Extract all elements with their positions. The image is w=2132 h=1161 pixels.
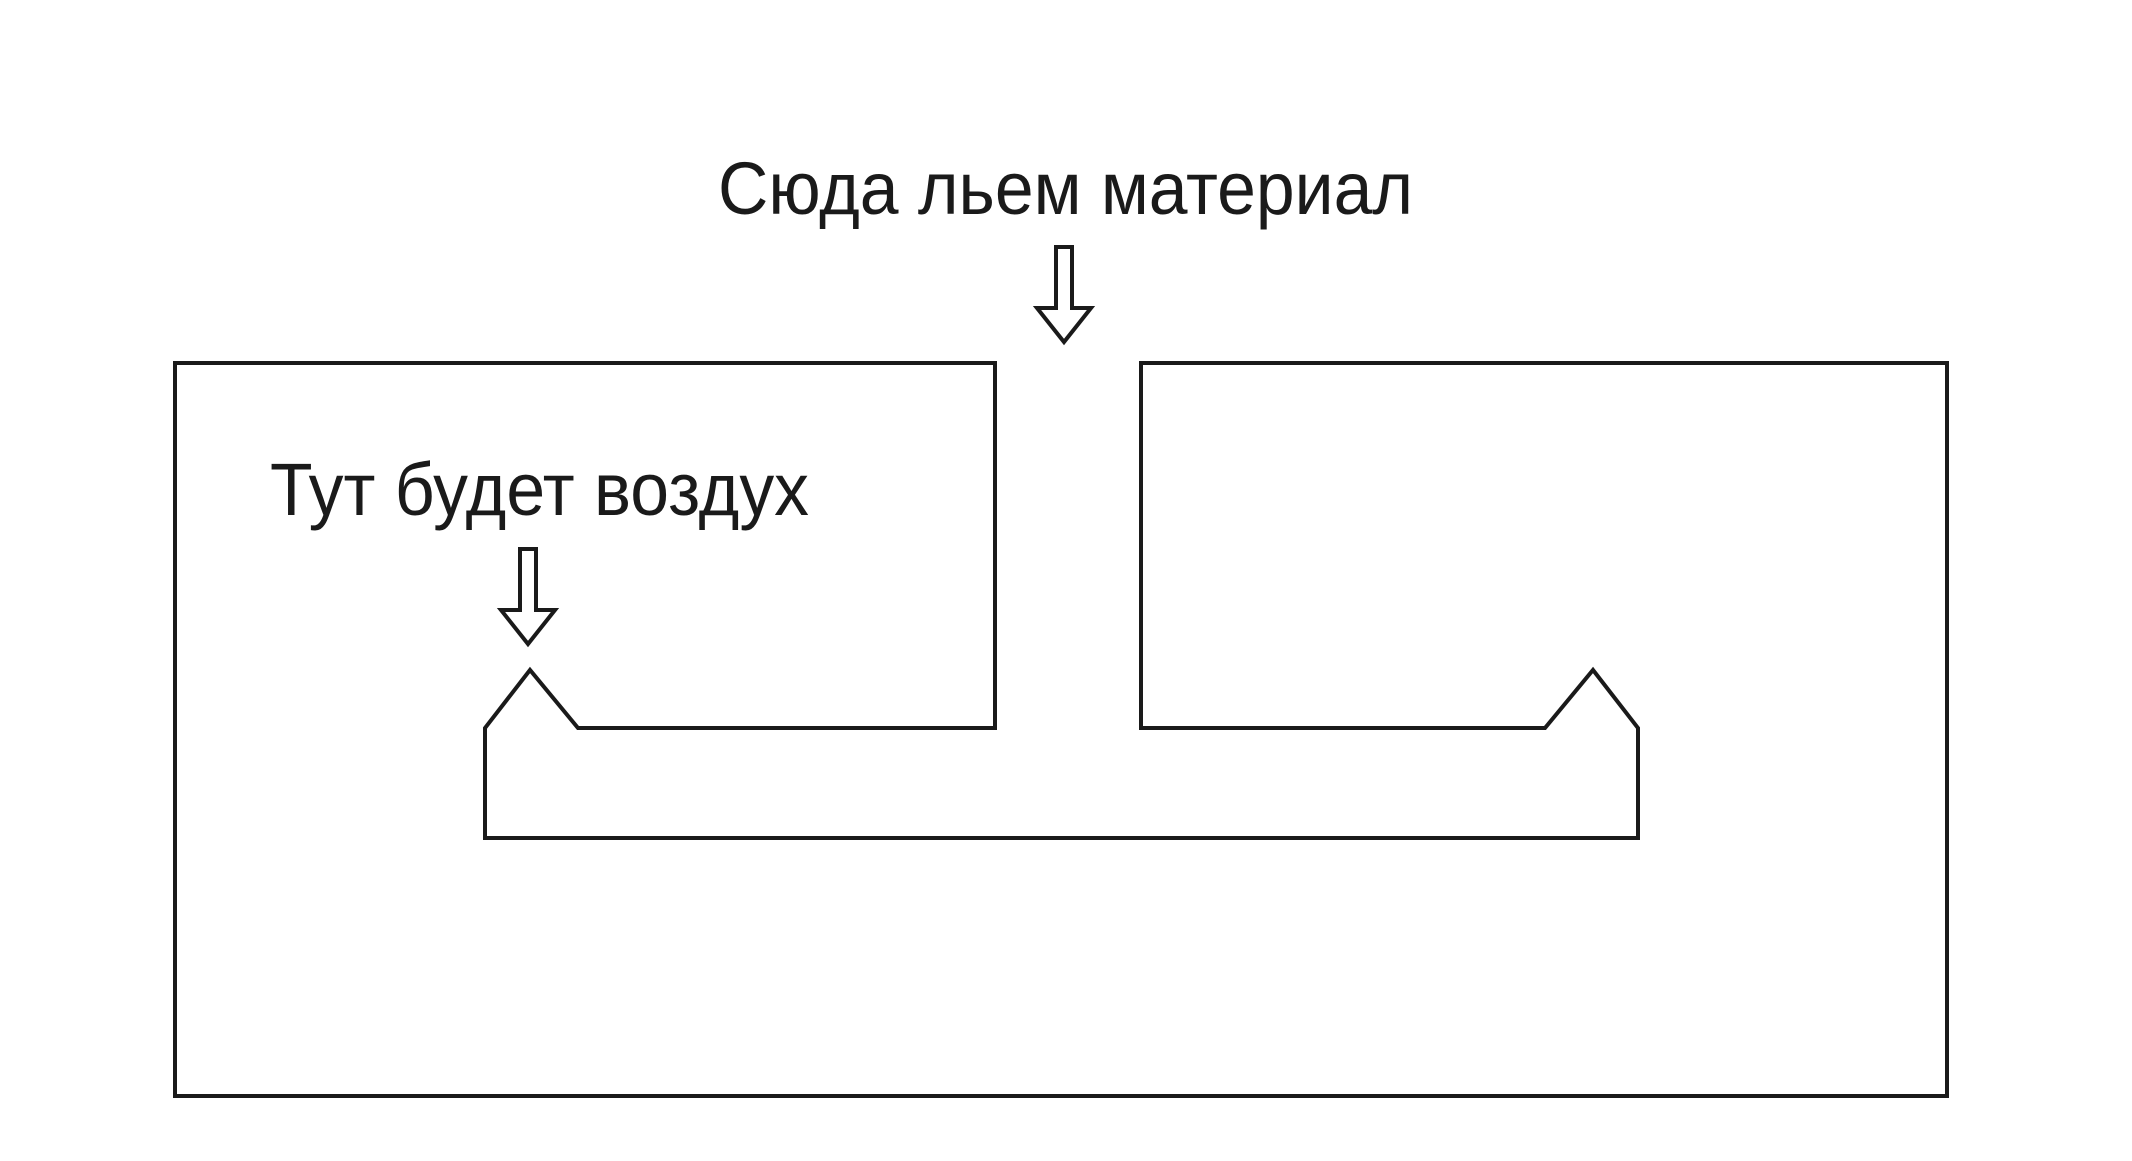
mold-cavity [483,363,1640,840]
pour-arrow-icon [1032,245,1096,346]
air-arrow-icon [496,547,560,648]
air-here-label: Тут будет воздух [270,448,809,531]
pour-material-label: Сюда льем материал [718,147,1413,230]
